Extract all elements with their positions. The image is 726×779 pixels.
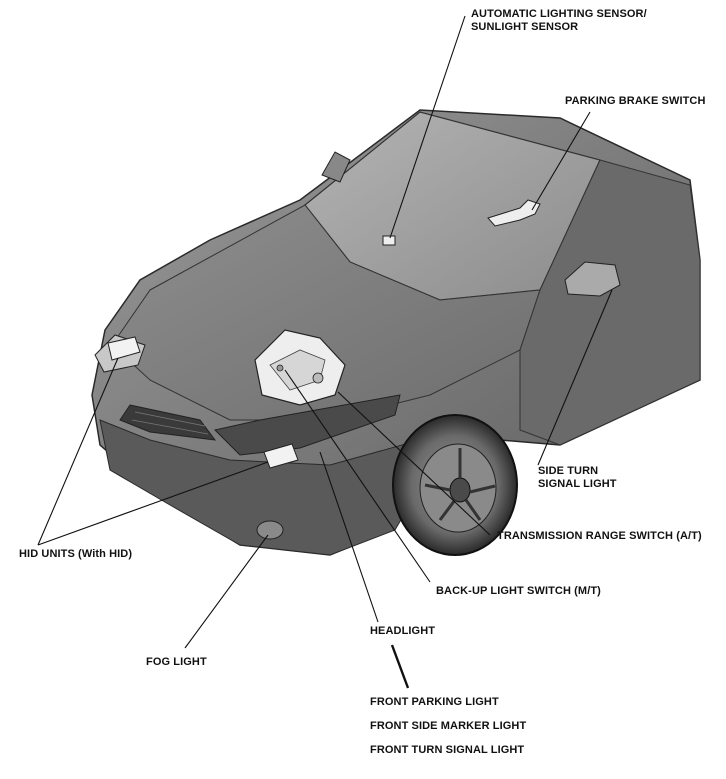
leader-lines xyxy=(37,15,613,689)
label-front-turn-signal-light: FRONT TURN SIGNAL LIGHT xyxy=(370,744,525,756)
label-transmission-range-switch: TRANSMISSION RANGE SWITCH (A/T) xyxy=(497,530,702,542)
hood xyxy=(111,204,541,421)
side-mirror xyxy=(564,261,621,297)
lighting-sensor xyxy=(382,235,396,246)
label-side-turn-1: SIDE TURN xyxy=(538,465,599,477)
label-front-parking-light: FRONT PARKING LIGHT xyxy=(370,696,499,708)
hid-unit-upper xyxy=(107,336,141,361)
right-headlight xyxy=(214,394,401,456)
label-parking-brake-switch: PARKING BRAKE SWITCH xyxy=(565,95,706,107)
label-hid-units: HID UNITS (With HID) xyxy=(19,548,133,560)
label-auto-lighting-sensor-2: SUNLIGHT SENSOR xyxy=(471,21,579,33)
label-front-side-marker-light: FRONT SIDE MARKER LIGHT xyxy=(370,720,527,732)
label-side-turn-2: SIGNAL LIGHT xyxy=(538,478,617,490)
label-backup-light-switch: BACK-UP LIGHT SWITCH (M/T) xyxy=(436,585,601,597)
left-mirror xyxy=(321,151,351,183)
hid-unit-lower xyxy=(263,443,299,469)
side-body xyxy=(519,159,701,446)
parking-brake-switch-part xyxy=(487,199,541,227)
label-fog-light: FOG LIGHT xyxy=(146,656,207,668)
label-auto-lighting-sensor-1: AUTOMATIC LIGHTING SENSOR/ xyxy=(471,8,647,20)
label-headlight: HEADLIGHT xyxy=(370,625,436,637)
fog-light-lamp xyxy=(256,520,284,540)
